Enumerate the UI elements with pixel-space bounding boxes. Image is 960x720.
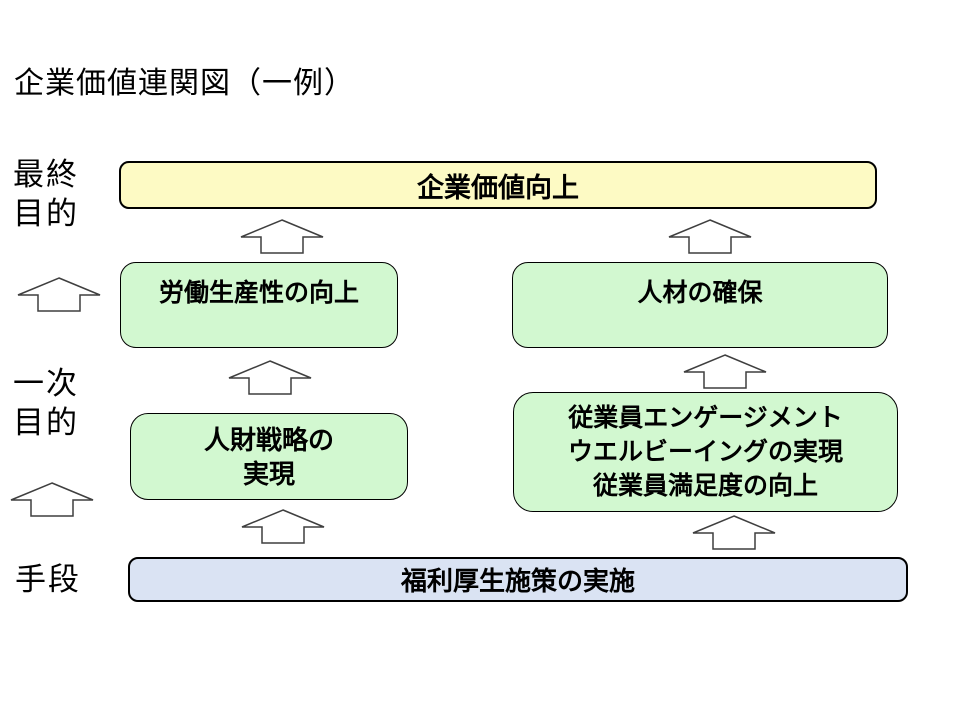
- stage-label-final-goal: 最終 目的: [13, 157, 79, 231]
- up-block-arrow-icon-productivity-to-value: [240, 219, 324, 254]
- box-labor-productivity: 労働生産性の向上: [120, 262, 398, 348]
- box-engagement-wellbeing: 従業員エンゲージメント ウエルビーイングの実現 従業員満足度の向上: [513, 392, 898, 512]
- box-welfare-measures: 福利厚生施策の実施: [128, 557, 908, 602]
- up-block-arrow-icon-welfare-to-engagement: [692, 515, 776, 550]
- page-title: 企業価値連関図（一例）: [14, 67, 355, 100]
- stage-label-primary-goal: 一次 目的: [13, 366, 79, 440]
- box-hr-strategy: 人財戦略の 実現: [130, 413, 408, 500]
- stage-label-means: 手段: [15, 562, 81, 597]
- up-block-arrow-icon-stage-lower: [10, 482, 94, 517]
- up-block-arrow-icon-engagement-to-talent: [683, 354, 767, 389]
- up-block-arrow-icon-stage-upper: [17, 277, 101, 312]
- box-corporate-value: 企業価値向上: [119, 161, 877, 209]
- up-block-arrow-icon-talent-to-value: [668, 219, 752, 254]
- up-block-arrow-icon-welfare-to-strategy: [241, 509, 325, 544]
- up-block-arrow-icon-strategy-to-productivity: [228, 360, 312, 395]
- box-talent-securing: 人材の確保: [512, 262, 888, 348]
